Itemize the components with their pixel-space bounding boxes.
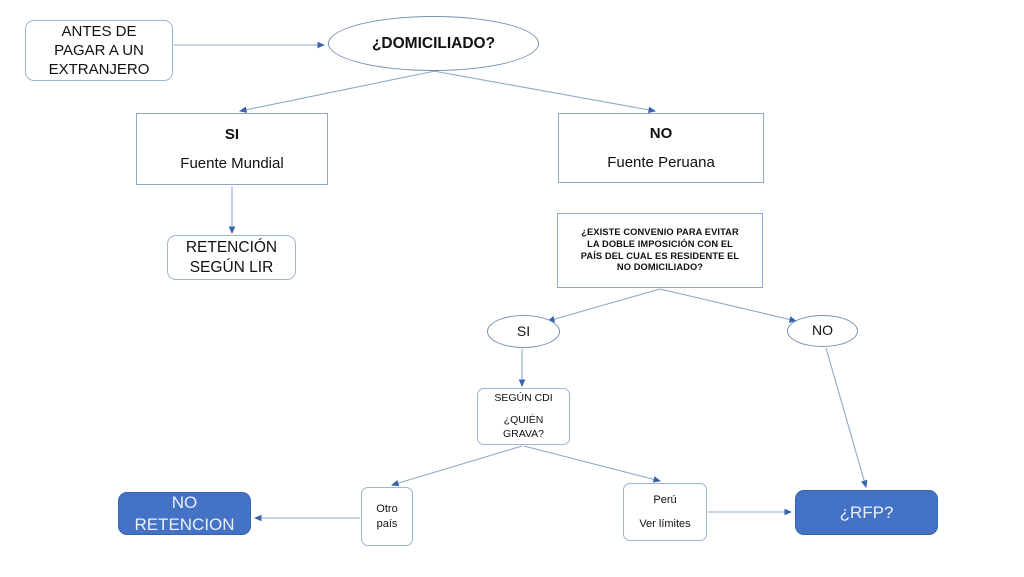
node-segun-cdi[interactable]: SEGÚN CDI ¿QUIÉN GRAVA?	[477, 388, 570, 445]
node-domiciliado-label: ¿DOMICILIADO?	[371, 34, 496, 52]
node-antes-line-3: EXTRANJERO	[48, 61, 150, 79]
edge-domiciliado-to-si	[238, 69, 441, 113]
node-si-heading: SI	[224, 126, 240, 144]
edge-cdi-to-peru	[523, 445, 662, 483]
node-no-fuente-peruana[interactable]: NO Fuente Peruana	[558, 113, 764, 183]
node-peru-ver-limites[interactable]: Perú Ver límites	[623, 483, 707, 541]
node-convenio-line-4: NO DOMICILIADO?	[616, 262, 704, 273]
node-rfp-label: ¿RFP?	[839, 502, 894, 522]
edge-convenio-to-si	[546, 288, 661, 323]
node-convenio-line-3: PAÍS DEL CUAL ES RESIDENTE EL	[580, 250, 740, 261]
node-convenio-doble-imposicion[interactable]: ¿EXISTE CONVENIO PARA EVITAR LA DOBLE IM…	[557, 213, 763, 288]
node-si-convenio[interactable]: SI	[487, 315, 560, 348]
node-si-label: Fuente Mundial	[180, 154, 284, 172]
node-no-convenio[interactable]: NO	[787, 315, 858, 347]
node-retencion-segun-lir[interactable]: RETENCIÓN SEGÚN LIR	[167, 235, 296, 280]
node-no-heading: NO	[649, 125, 673, 143]
node-otro-pais-line-2: país	[376, 517, 398, 530]
node-antes-line-1: ANTES DE	[61, 22, 137, 40]
node-convenio-line-2: LA DOBLE IMPOSICIÓN CON EL	[587, 238, 733, 249]
node-rfp[interactable]: ¿RFP?	[795, 490, 938, 535]
edge-cdi-to-otro-pais	[390, 445, 523, 487]
node-peru-line-1: Perú	[653, 494, 677, 507]
edge-convenio-to-no	[659, 288, 798, 323]
node-cdi-line-2: GRAVA?	[502, 427, 545, 440]
node-antes-line-2: PAGAR A UN	[54, 41, 144, 59]
node-si-fuente-mundial[interactable]: SI Fuente Mundial	[136, 113, 328, 185]
node-no-label: Fuente Peruana	[607, 153, 715, 171]
edge-no-to-rfp	[825, 347, 868, 489]
node-otro-pais-line-1: Otro	[376, 503, 398, 516]
node-retencion-line-1: RETENCIÓN	[185, 238, 278, 256]
node-no-retencion-line-1: NO	[171, 492, 198, 512]
node-no-retencion-line-2: RETENCION	[134, 514, 235, 534]
node-peru-line-2: Ver límites	[639, 517, 691, 530]
node-si-convenio-label: SI	[516, 322, 531, 339]
node-domiciliado[interactable]: ¿DOMICILIADO?	[328, 16, 539, 71]
node-no-convenio-label: NO	[812, 322, 833, 339]
edge-domiciliado-to-no	[427, 69, 657, 114]
node-antes-de-pagar[interactable]: ANTES DE PAGAR A UN EXTRANJERO	[25, 20, 173, 81]
node-otro-pais[interactable]: Otro país	[361, 487, 413, 546]
node-cdi-line-1: ¿QUIÉN	[503, 414, 544, 427]
node-no-retencion[interactable]: NO RETENCION	[118, 492, 251, 535]
node-convenio-line-1: ¿EXISTE CONVENIO PARA EVITAR	[581, 226, 739, 237]
node-cdi-heading: SEGÚN CDI	[494, 391, 553, 404]
node-retencion-line-2: SEGÚN LIR	[189, 258, 274, 276]
